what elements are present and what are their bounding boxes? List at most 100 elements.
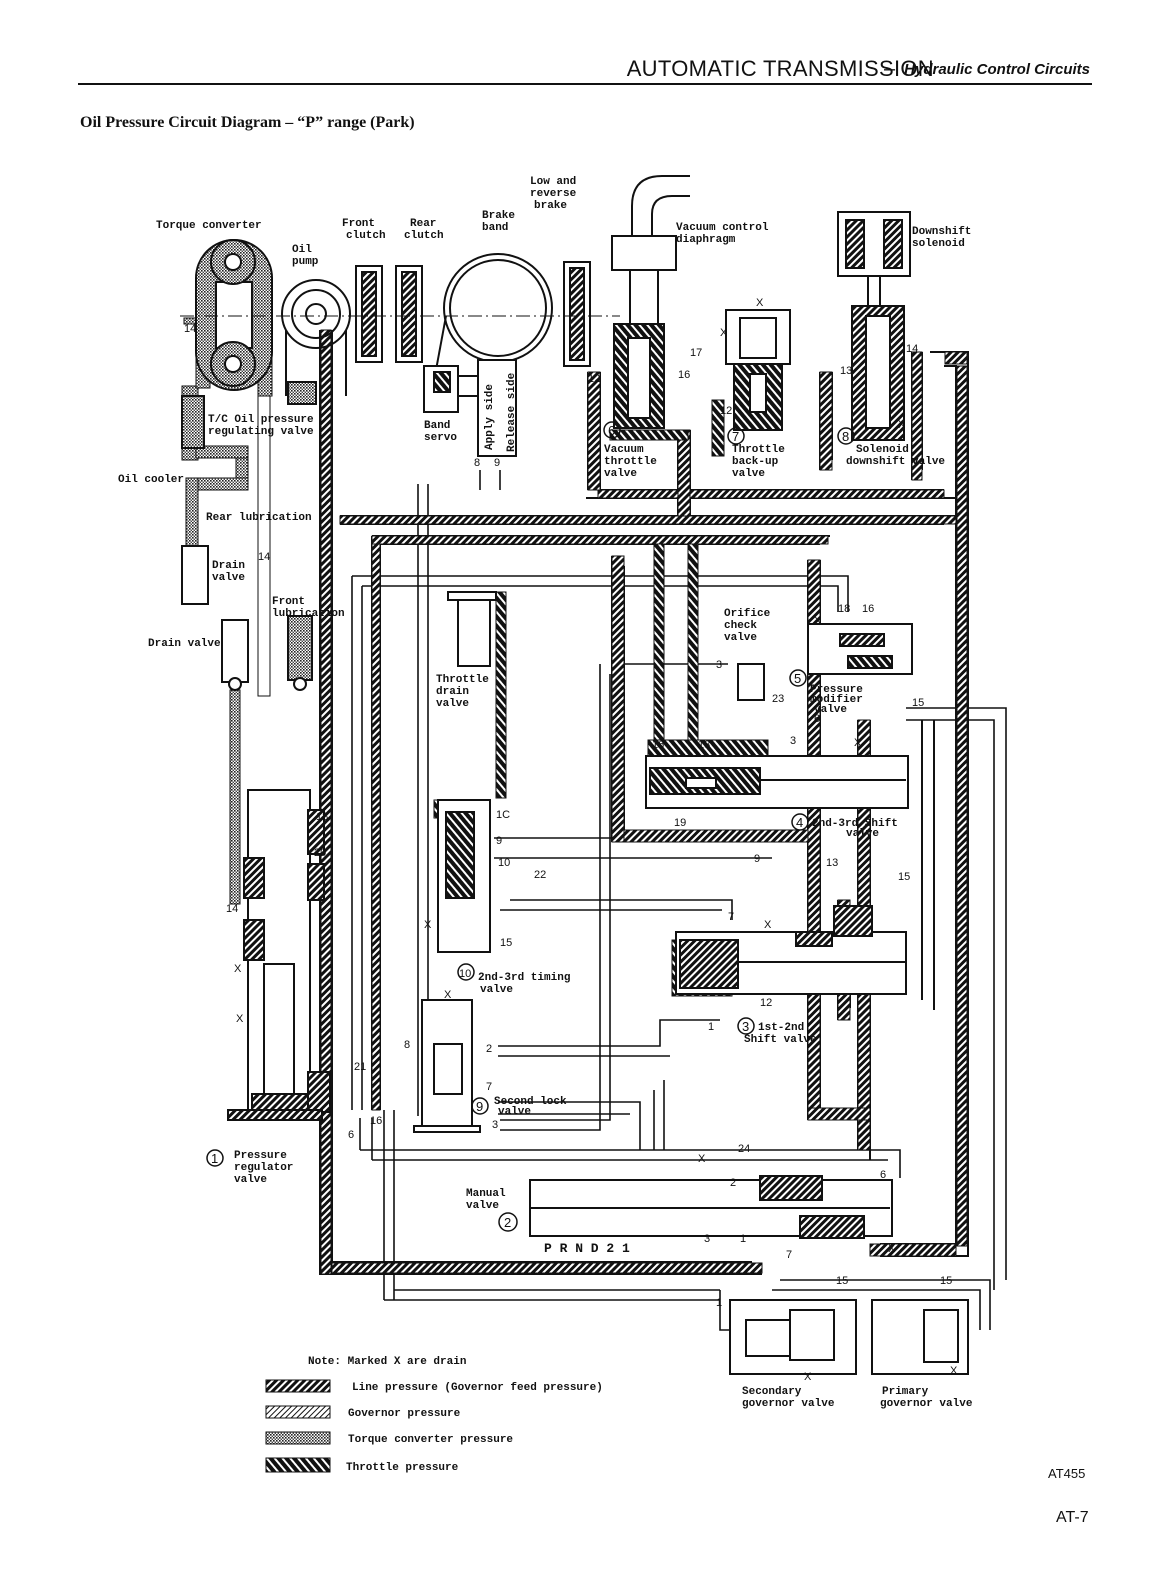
page-number: AT-7 — [1056, 1509, 1089, 1526]
label-shift-1-2-1: 1st-2nd — [758, 1022, 804, 1034]
header-subsection: Hydraulic Control Circuits — [904, 61, 1090, 78]
label-orifice-2: check — [724, 620, 757, 632]
line-number-13a: 13 — [840, 365, 852, 377]
line-number-3d: 3 — [704, 1233, 710, 1245]
label-downshift-solenoid-1: Downshift — [912, 226, 971, 238]
line-number-10b: 9 — [754, 853, 760, 865]
line-number-24: 23 — [772, 693, 784, 705]
line-number-1c: 1C — [496, 809, 510, 821]
label-drain-valve: Drain valve — [148, 638, 221, 650]
label-oil-cooler: Oil cooler — [118, 474, 184, 486]
line-number-19: 19 — [674, 817, 686, 829]
line-number-6c: 6 — [880, 1169, 886, 1181]
label-release-side: Release side — [506, 372, 518, 452]
line-numbers: 14 14 14 12 17 16 12 13 14 8 9 18 16 3 2… — [184, 323, 952, 1309]
circle-number-4: 4 — [796, 815, 803, 830]
legend-label-line: Line pressure (Governor feed pressure) — [352, 1382, 603, 1394]
line-number-16d: 16 — [370, 1115, 382, 1127]
label-timing-2-3-2: valve — [480, 984, 513, 996]
secondary-governor-valve — [729, 1299, 857, 1375]
circle-number-9: 9 — [476, 1099, 483, 1114]
line-number-12c: 12 — [760, 997, 772, 1009]
line-number-12a: 12 — [588, 373, 600, 385]
line-number-23: 24 — [738, 1143, 750, 1155]
line-number-9a: 8 — [474, 457, 480, 469]
legend-swatch-converter — [265, 1431, 331, 1445]
line-number-16a: 16 — [678, 369, 690, 381]
header-section: AUTOMATIC TRANSMISSION — [626, 56, 934, 81]
legend: Note: Marked X are drain Line pressure (… — [265, 1356, 603, 1474]
label-drain-valve-upper-1: Drain — [212, 560, 245, 572]
component-labels: Torque converter Oil pump Front clutch R… — [118, 176, 973, 1410]
label-vacuum-diaphragm-2: diaphragm — [676, 234, 736, 246]
label-low-reverse-3: brake — [534, 200, 567, 212]
drain-x-6: X — [764, 919, 772, 931]
label-second-lock-2: valve — [498, 1106, 531, 1118]
drain-valve-lower — [221, 619, 249, 691]
legend-swatch-governor — [265, 1405, 331, 1419]
line-number-2a: 2 — [486, 1043, 492, 1055]
label-front-clutch-1: Front — [342, 218, 375, 230]
label-pressure-regulator-1: Pressure — [234, 1150, 287, 1162]
line-number-15c: 15 — [500, 937, 512, 949]
circle-number-1: 1 — [211, 1151, 218, 1166]
throttle-backup-valve — [725, 309, 791, 431]
pressure-modifier-valve — [807, 623, 913, 675]
label-front-lubrication-1: Front — [272, 596, 305, 608]
header-rule — [78, 83, 1092, 85]
line-number-14c: 14 — [226, 903, 238, 915]
line-number-22: 22 — [534, 869, 546, 881]
label-oil-pump-2: pump — [292, 256, 319, 268]
drain-valve-upper — [181, 545, 209, 605]
rear-clutch — [395, 265, 423, 363]
front-lubrication-valve — [287, 615, 313, 691]
line-number-16b: 16 — [862, 603, 874, 615]
label-vacuum-diaphragm-1: Vacuum control — [676, 222, 769, 234]
label-orifice-3: valve — [724, 632, 757, 644]
label-brake-band-1: Brake — [482, 210, 515, 222]
label-throttle-backup-3: valve — [732, 468, 765, 480]
line-number-15b: 15 — [898, 871, 910, 883]
legend-note: Note: Marked X are drain — [308, 1356, 466, 1368]
line-number-2b: 2 — [730, 1177, 736, 1189]
circle-number-5: 5 — [794, 671, 801, 686]
line-number-15d: 15 — [836, 1275, 848, 1287]
label-tc-valve-2: regulating valve — [208, 426, 314, 438]
line-number-13c: 13 — [826, 857, 838, 869]
tc-regulating-valve — [181, 395, 205, 449]
label-pressure-modifier-1: Pressure — [810, 684, 863, 696]
primary-governor-valve — [871, 1299, 969, 1375]
label-pressure-regulator-3: valve — [234, 1174, 267, 1186]
label-vacuum-throttle-3: valve — [604, 468, 637, 480]
figure-code: AT455 — [1048, 1466, 1086, 1481]
label-orifice-1: Orifice — [724, 608, 771, 620]
label-shift-2-3-2: valve — [846, 828, 879, 840]
page-title: Oil Pressure Circuit Diagram – “P” range… — [80, 114, 415, 131]
line-number-1d: 1 — [716, 1297, 722, 1309]
pressure-regulator-valve — [227, 789, 331, 1121]
legend-label-converter: Torque converter pressure — [348, 1434, 513, 1446]
drain-x-1: X — [756, 297, 764, 309]
header-dash: – — [884, 58, 896, 80]
label-vacuum-throttle-1: Vacuum — [604, 444, 644, 456]
brake-band — [435, 253, 553, 371]
line-number-1a: 1 — [708, 1021, 714, 1033]
drain-x-3: X — [898, 419, 906, 431]
label-front-clutch-2: clutch — [346, 230, 386, 242]
label-band-servo-2: servo — [424, 432, 457, 444]
label-manual-valve-2: valve — [466, 1200, 499, 1212]
torque-converter — [195, 239, 273, 391]
circle-number-6: 6 — [608, 423, 615, 438]
line-number-3b: 3 — [790, 735, 796, 747]
drain-x-8: X — [444, 989, 452, 1001]
circle-number-3: 3 — [742, 1019, 749, 1034]
line-number-7a: 7 — [786, 1249, 792, 1261]
line-number-1b: 1 — [740, 1233, 746, 1245]
label-downshift-solenoid-2: solenoid — [912, 238, 965, 250]
label-secondary-governor-2: governor valve — [742, 1398, 835, 1410]
label-throttle-backup-1: Throttle — [732, 444, 785, 456]
circle-number-7: 7 — [732, 429, 739, 444]
vacuum-control-diaphragm — [611, 175, 690, 325]
low-reverse-brake — [563, 261, 591, 367]
drain-x-7: X — [424, 919, 432, 931]
